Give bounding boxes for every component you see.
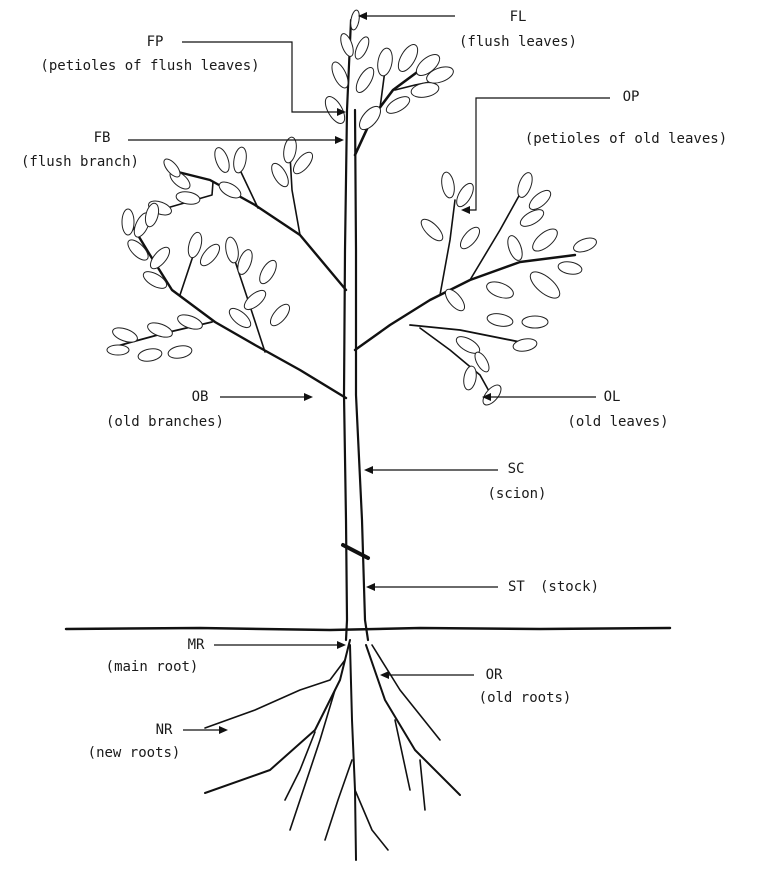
label-fp-desc: (petioles of flush leaves) [40, 58, 259, 74]
arrow-fp [182, 42, 340, 112]
label-st-code: ST [508, 579, 525, 595]
label-sc-desc: (scion) [487, 486, 546, 502]
label-mr-code: MR [188, 637, 205, 653]
trunk [343, 20, 368, 640]
label-st-desc: (stock) [540, 579, 599, 595]
label-fp-code: FP [147, 34, 164, 50]
label-sc-code: SC [508, 461, 525, 477]
label-ol-code: OL [604, 389, 621, 405]
label-or-code: OR [486, 667, 503, 683]
label-op-code: OP [623, 89, 640, 105]
label-fb-code: FB [94, 130, 111, 146]
label-mr-desc: (main root) [106, 659, 199, 675]
label-ol-desc: (old leaves) [567, 414, 668, 430]
label-op-desc: (petioles of old leaves) [525, 131, 727, 147]
label-ob-code: OB [192, 389, 209, 405]
label-fb-desc: (flush branch) [21, 154, 139, 170]
roots [205, 640, 460, 860]
ground-line [66, 628, 670, 630]
label-fl-desc: (flush leaves) [459, 34, 577, 50]
label-or-desc: (old roots) [479, 690, 572, 706]
label-ob-desc: (old branches) [106, 414, 224, 430]
label-fl-code: FL [510, 9, 527, 25]
label-nr-code: NR [156, 722, 173, 738]
label-nr-desc: (new roots) [88, 745, 181, 761]
